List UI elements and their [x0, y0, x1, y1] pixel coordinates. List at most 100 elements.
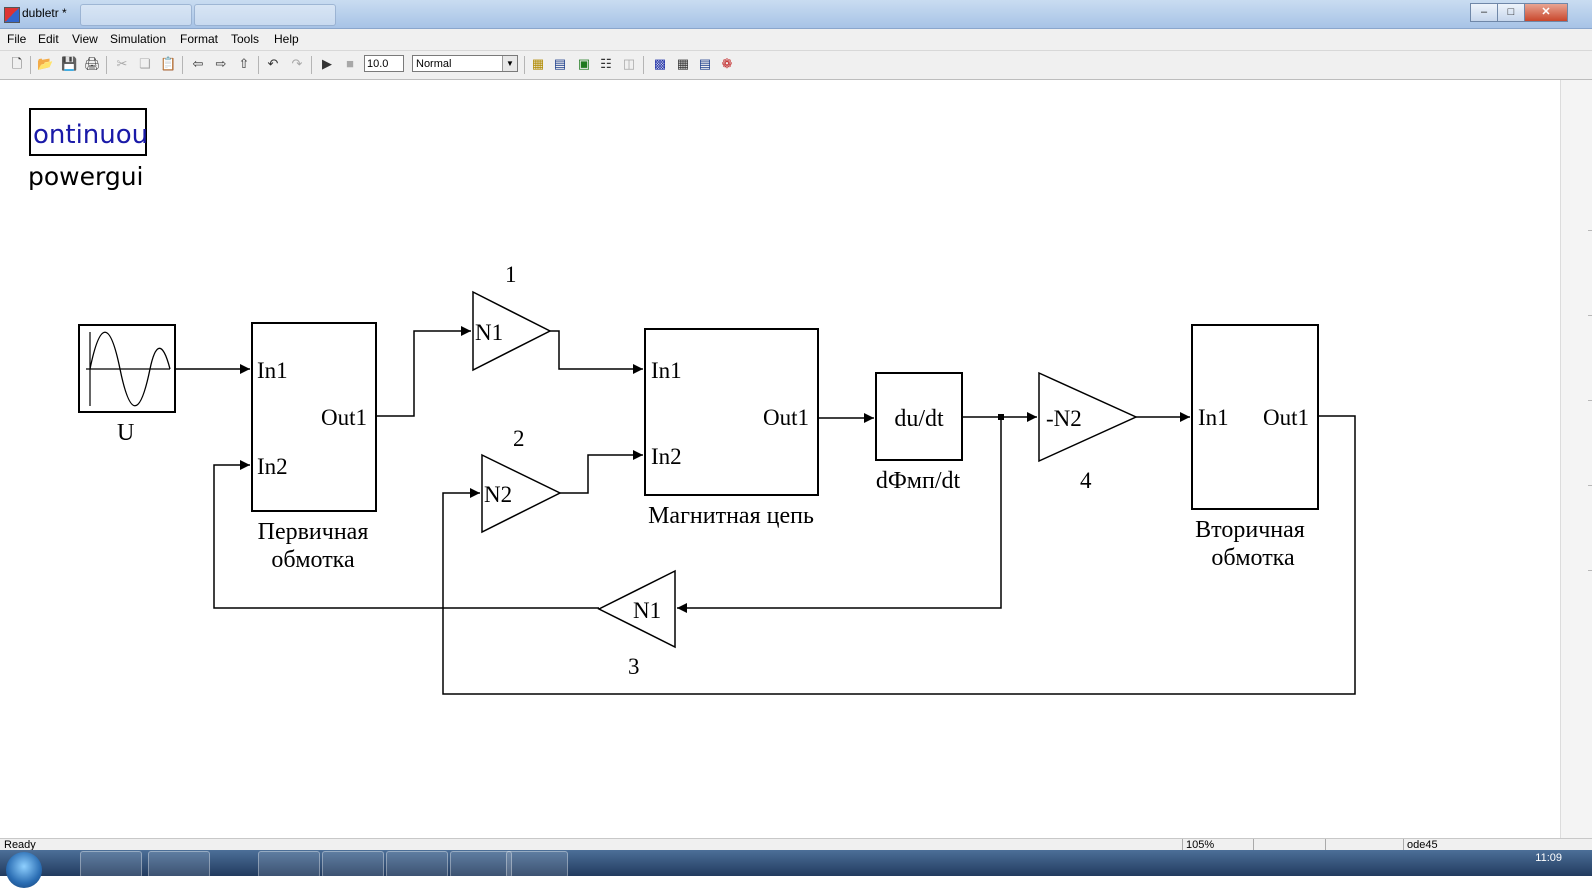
up-icon[interactable]: ⇧	[238, 56, 250, 71]
undo-icon[interactable]: ↶	[267, 56, 279, 71]
play-icon[interactable]: ▶	[322, 56, 332, 71]
icon-editor-icon[interactable]: ▤	[698, 56, 712, 71]
primary-winding-label: обмотка	[271, 547, 355, 573]
magnetic-out1-port: Out1	[763, 405, 809, 430]
magnetic-in1-port: In1	[651, 358, 682, 383]
powergui-block-text: ontinuou	[33, 120, 148, 150]
menu-view[interactable]: View	[72, 32, 98, 46]
vertical-scrollbar[interactable]	[1560, 80, 1592, 838]
open-icon[interactable]: 📂	[37, 56, 54, 71]
branch-point	[998, 414, 1004, 420]
primary-out1-port: Out1	[321, 405, 367, 430]
magnetic-in2-port: In2	[651, 444, 682, 469]
signal-line	[550, 330, 643, 374]
taskbar-app-excel[interactable]	[386, 851, 448, 878]
background-window-tab[interactable]	[80, 4, 192, 26]
update-diagram-icon[interactable]: ▤	[553, 56, 567, 71]
signal-line	[376, 326, 471, 417]
taskbar: 11:09	[0, 850, 1592, 888]
find-icon[interactable]: ▩	[653, 56, 667, 71]
primary-in1-port: In1	[257, 358, 288, 383]
primary-in2-port: In2	[257, 454, 288, 479]
gain-block-4[interactable]: -N2 4	[1038, 371, 1138, 493]
debugger-icon[interactable]: ◫	[622, 56, 636, 71]
sine-source-label: U	[117, 420, 134, 446]
taskbar-app-browser[interactable]	[80, 851, 142, 878]
model-canvas[interactable]: ontinuou powergui U In1 In2 Out1 Первичн…	[0, 80, 1560, 838]
stop-icon[interactable]: ■	[346, 56, 354, 71]
gain-3-text: N1	[633, 598, 661, 623]
gain-3-number: 3	[628, 654, 640, 679]
forward-icon[interactable]: ⇨	[215, 56, 227, 71]
window-controls: – □ ✕	[1470, 3, 1568, 22]
build-icon[interactable]: ▦	[531, 56, 545, 71]
taskbar-app-word[interactable]	[258, 851, 320, 878]
menu-help[interactable]: Help	[274, 32, 299, 46]
taskbar-app-player[interactable]	[148, 851, 210, 878]
gain-1-text: N1	[475, 320, 503, 345]
toolbar-separator	[258, 56, 259, 74]
menu-simulation[interactable]: Simulation	[110, 32, 167, 46]
derivative-block[interactable]: du/dt dФмп/dt	[875, 372, 963, 494]
minimize-icon[interactable]: –	[1470, 3, 1498, 22]
signal-lines	[175, 326, 1356, 695]
maximize-icon[interactable]: □	[1497, 3, 1525, 22]
magnetic-circuit-label: Магнитная цепь	[648, 503, 814, 529]
magnetic-circuit-block[interactable]: In1 In2 Out1 Магнитная цепь	[644, 328, 819, 529]
derivative-label: dФмп/dt	[876, 468, 961, 494]
simulation-mode-value: Normal	[416, 58, 452, 70]
status-text: Ready	[4, 839, 36, 851]
signal-line	[560, 450, 643, 494]
gain-4-text: -N2	[1046, 406, 1082, 431]
sine-source-block[interactable]: U	[78, 324, 176, 446]
taskbar-app-matlab[interactable]	[506, 851, 568, 878]
gain-4-number: 4	[1080, 468, 1092, 493]
solver-icon[interactable]: ❁	[721, 56, 733, 71]
toolbar-separator	[311, 56, 312, 74]
secondary-out1-port: Out1	[1263, 405, 1309, 430]
powergui-block[interactable]: ontinuou powergui	[28, 108, 148, 191]
window-title: dubletr *	[22, 6, 67, 20]
menu-bar: File Edit View Simulation Format Tools H…	[0, 29, 1592, 51]
signal-line	[213, 460, 599, 609]
menu-tools[interactable]: Tools	[231, 32, 260, 46]
zoom-level: 105%	[1186, 839, 1215, 851]
secondary-winding-label: Вторичная	[1195, 517, 1305, 543]
derivative-text: du/dt	[894, 406, 944, 432]
toolbar-separator	[30, 56, 31, 74]
start-button-icon[interactable]	[6, 852, 42, 888]
gain-block-3[interactable]: N1 3	[597, 569, 676, 679]
signal-line	[442, 415, 1356, 695]
menu-format[interactable]: Format	[180, 32, 219, 46]
stop-time-input[interactable]: 10.0	[364, 55, 404, 72]
taskbar-app-window[interactable]	[450, 851, 512, 878]
cut-icon[interactable]: ✂	[116, 56, 128, 71]
taskbar-app-explorer[interactable]	[322, 851, 384, 878]
gain-block-2[interactable]: N2 2	[481, 426, 562, 534]
menu-edit[interactable]: Edit	[38, 32, 59, 46]
save-icon[interactable]: 💾	[61, 56, 78, 71]
back-icon[interactable]: ⇦	[192, 56, 204, 71]
redo-icon[interactable]: ↷	[291, 56, 303, 71]
close-icon[interactable]: ✕	[1524, 3, 1568, 22]
model-advisor-icon[interactable]: ▦	[676, 56, 690, 71]
print-icon[interactable]: 🖨	[84, 56, 101, 71]
powergui-label: powergui	[28, 162, 144, 191]
copy-icon[interactable]: ❏	[139, 56, 151, 71]
new-icon[interactable]: 🗋	[11, 56, 23, 71]
taskbar-clock: 11:09	[1535, 852, 1562, 864]
chevron-down-icon[interactable]: ▼	[502, 56, 517, 71]
paste-icon[interactable]: 📋	[160, 56, 177, 71]
primary-winding-block[interactable]: In1 In2 Out1 Первичная обмотка	[251, 322, 377, 573]
menu-file[interactable]: File	[7, 32, 27, 46]
block-diagram[interactable]: ontinuou powergui U In1 In2 Out1 Первичн…	[0, 80, 1560, 838]
library-browser-icon[interactable]: ☷	[600, 56, 612, 71]
secondary-winding-block[interactable]: In1 Out1 Вторичная обмотка	[1191, 324, 1319, 571]
model-explorer-icon[interactable]: ▣	[577, 56, 591, 71]
simulink-model-icon	[4, 7, 20, 23]
simulation-mode-select[interactable]: Normal ▼	[412, 55, 518, 72]
signal-line	[677, 417, 1002, 613]
gain-block-1[interactable]: N1 1	[472, 262, 552, 372]
background-window-tab[interactable]	[194, 4, 336, 26]
gain-2-text: N2	[484, 482, 512, 507]
